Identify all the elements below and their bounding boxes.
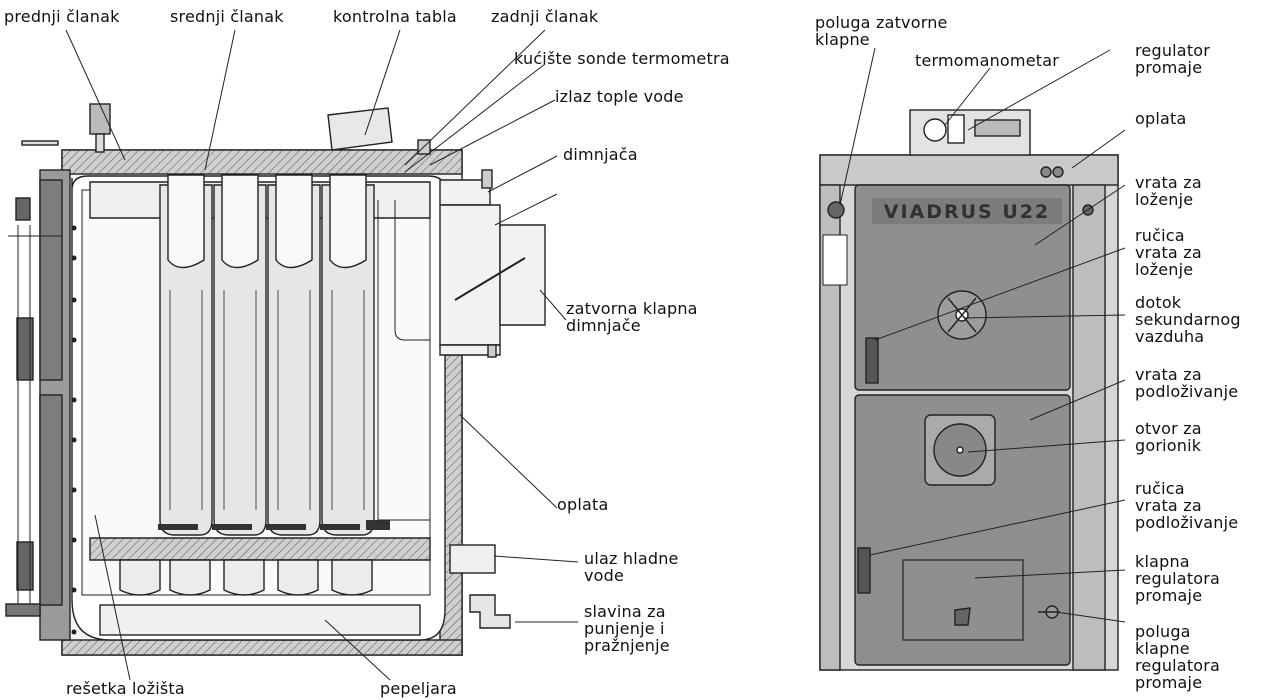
top-insulation (61, 149, 463, 175)
label-flue: dimnjača (563, 145, 638, 164)
front-view (819, 109, 1119, 671)
hinge-top (15, 197, 31, 221)
top-band (819, 154, 1119, 186)
upper-door (39, 179, 63, 381)
label-rear-section: zadnji članak (491, 7, 599, 26)
upper-door-panel (854, 184, 1071, 391)
lower-door (39, 394, 63, 606)
heat-exchanger-tubes (159, 174, 375, 536)
right-side-panel (1072, 184, 1106, 671)
label-casing-left: oplata (557, 495, 609, 514)
cold-water-inlet-pipe (449, 544, 496, 574)
damper-frame (902, 559, 1024, 641)
flue-outlet (439, 169, 546, 358)
control-panel-box (327, 107, 393, 151)
upper-handle (865, 337, 879, 384)
label-hot-water-outlet: izlaz tople vode (555, 87, 684, 106)
ash-pan (99, 604, 421, 636)
left-side-panel (819, 184, 841, 671)
label-casing-right: oplata (1135, 109, 1187, 128)
label-middle-section: srednji članak (170, 7, 284, 26)
brand-plate: VIADRUS U22 (884, 201, 1050, 223)
grate-bars (158, 520, 390, 530)
right-leader-lines (839, 47, 1126, 623)
lower-water-channel (89, 537, 431, 561)
brand-plate-bg (872, 198, 1062, 224)
handle-upper (16, 317, 34, 381)
label-ash-pan: pepeljara (380, 679, 457, 698)
label-grate: rešetka ložišta (66, 679, 185, 698)
bolt-row (71, 225, 77, 635)
label-thermometer-probe-housing: kućište sonde termometra (514, 49, 730, 68)
label-control-panel: kontrolna tabla (333, 7, 457, 26)
label-front-section: prednji članak (4, 7, 120, 26)
handle-lower (16, 541, 34, 591)
vent-cap (89, 103, 111, 135)
drain-valve (469, 594, 511, 629)
lower-handle (857, 547, 871, 594)
label-thermomanometer: termomanometar (915, 51, 1059, 70)
left-leader-lines (65, 29, 579, 681)
cross-section-view (5, 103, 546, 656)
lower-door-panel (854, 394, 1071, 666)
